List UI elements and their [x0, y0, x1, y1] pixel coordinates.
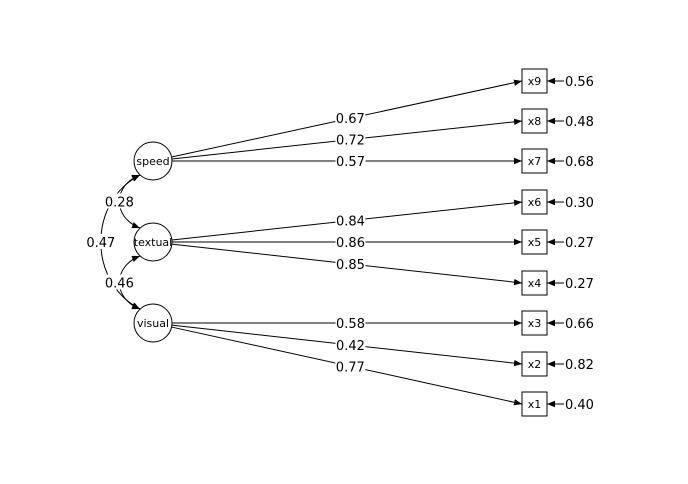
indicator-node-x2: x2	[521, 351, 548, 377]
indicator-node-x4: x4	[521, 270, 548, 296]
covariance-label-speed-visual: 0.47	[85, 234, 116, 251]
loading-label-textual-x5: 0.86	[335, 234, 366, 251]
latent-label: speed	[136, 155, 169, 168]
loading-value: 0.67	[336, 112, 365, 127]
residual-value-x8: 0.48	[565, 115, 594, 130]
latent-label: textual	[134, 236, 172, 249]
loading-value: 0.42	[336, 339, 365, 354]
loading-label-textual-x6: 0.84	[335, 212, 366, 230]
indicator-label: x3	[528, 317, 542, 330]
indicator-label: x6	[528, 196, 542, 209]
indicator-label: x5	[528, 236, 542, 249]
residual-value-x2: 0.82	[565, 358, 594, 373]
covariance-value: 0.46	[105, 277, 134, 292]
latent-label: visual	[137, 317, 169, 330]
residual-value-x7: 0.68	[565, 155, 594, 170]
covariance-label-speed-textual: 0.28	[104, 193, 135, 211]
covariance-label-textual-visual: 0.46	[104, 274, 135, 292]
loading-value: 0.77	[336, 360, 365, 375]
loading-value: 0.84	[336, 215, 365, 230]
covariance-value: 0.47	[86, 236, 115, 251]
indicator-label: x9	[528, 75, 542, 88]
residual-value-x9: 0.56	[565, 75, 594, 90]
covariance-value: 0.28	[105, 196, 134, 211]
indicator-label: x2	[528, 358, 542, 371]
loading-label-visual-x1: 0.77	[335, 358, 366, 375]
latent-node-textual: textual	[133, 222, 173, 262]
loading-value: 0.58	[336, 317, 365, 332]
loading-value: 0.85	[336, 258, 365, 273]
indicator-node-x6: x6	[521, 189, 548, 215]
indicator-node-x7: x7	[521, 148, 548, 174]
indicator-node-x3: x3	[521, 310, 548, 336]
indicator-node-x8: x8	[521, 108, 548, 134]
residual-value-x4: 0.27	[565, 277, 594, 292]
indicator-label: x7	[528, 155, 542, 168]
indicator-label: x8	[528, 115, 542, 128]
loading-label-visual-x3: 0.58	[335, 315, 366, 332]
indicator-label: x1	[528, 398, 542, 411]
indicator-node-x1: x1	[521, 391, 548, 417]
loading-value: 0.57	[336, 155, 365, 170]
loading-value: 0.72	[336, 134, 365, 149]
loading-label-textual-x4: 0.85	[335, 255, 366, 273]
residual-value-x5: 0.27	[565, 236, 594, 251]
loading-label-speed-x7: 0.57	[335, 153, 366, 170]
residual-value-x6: 0.30	[565, 196, 594, 211]
loading-label-speed-x8: 0.72	[335, 131, 366, 149]
loading-label-visual-x2: 0.42	[335, 336, 366, 354]
indicator-node-x5: x5	[521, 229, 548, 255]
loading-value: 0.86	[336, 236, 365, 251]
indicator-label: x4	[528, 277, 542, 290]
loading-label-speed-x9: 0.67	[335, 110, 366, 127]
latent-node-speed: speed	[133, 141, 173, 181]
residual-value-x3: 0.66	[565, 317, 594, 332]
indicator-node-x9: x9	[521, 68, 548, 94]
latent-node-visual: visual	[133, 303, 173, 343]
residual-value-x1: 0.40	[565, 398, 594, 413]
